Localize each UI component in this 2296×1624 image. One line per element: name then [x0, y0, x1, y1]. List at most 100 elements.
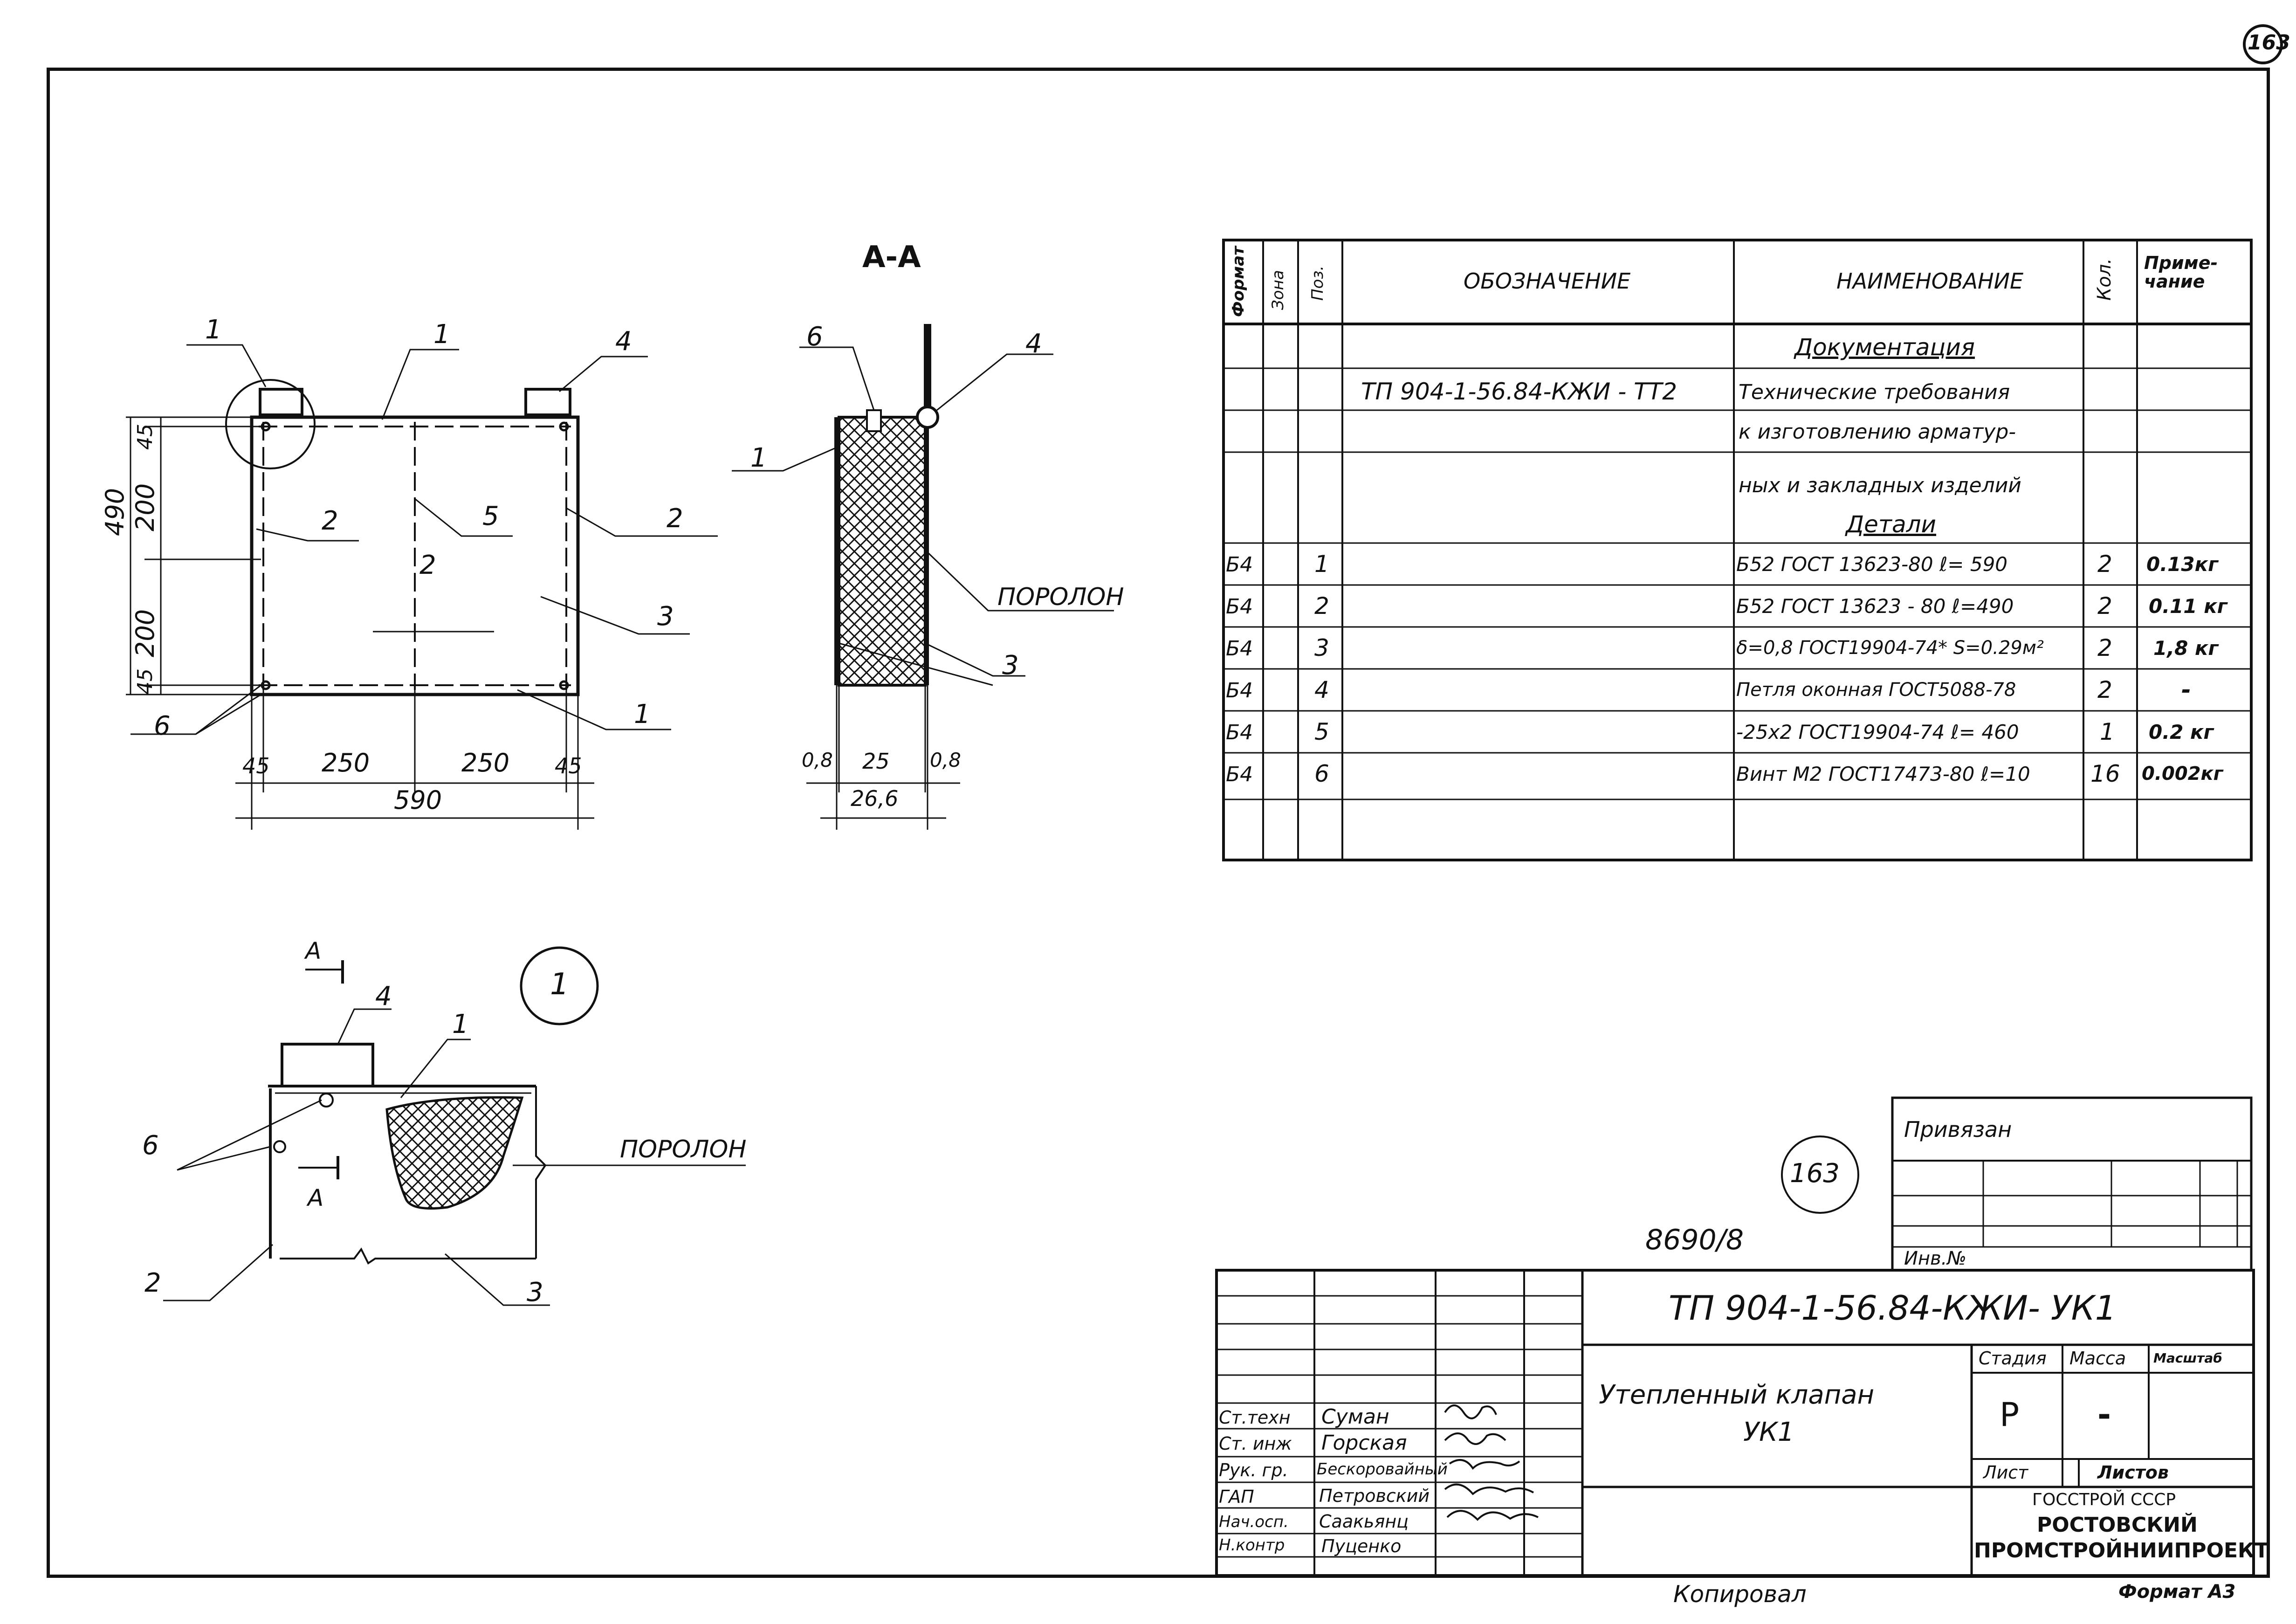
title-stage-value: Р [2000, 1396, 2020, 1434]
footer-copied: Копировал [1673, 1581, 1807, 1608]
footer-format: Формат А3 [2118, 1581, 2236, 1603]
section-dim-25: 25 [862, 749, 890, 774]
spec-row6-pos: 6 [1314, 760, 1329, 787]
spec-row1-name: Б52 ГОСТ 13623-80 ℓ= 590 [1736, 553, 2008, 576]
org-line-2: РОСТОВСКИЙ [2037, 1513, 2198, 1537]
dim-590: 590 [394, 785, 442, 815]
spec-header-note: Приме- чание [2144, 253, 2218, 292]
detail-cut-mark-bottom: А [308, 1184, 324, 1211]
title-sheet-label: Лист [1983, 1462, 2028, 1483]
spec-doc-designation: ТП 904-1-56.84-КЖИ - ТТ2 [1361, 378, 1677, 405]
spec-row4-format: Б4 [1226, 679, 1253, 702]
binding-block [1781, 1096, 2253, 1272]
section-a-a-view [732, 324, 1114, 830]
dim-490: 490 [100, 488, 130, 536]
title-sheets-label: Листов [2097, 1462, 2169, 1483]
spec-row4-name: Петля оконная ГОСТ5088-78 [1736, 679, 2016, 701]
title-mass-label: Масса [2069, 1348, 2126, 1369]
signer-name-4: Петровский [1319, 1486, 1430, 1506]
spec-row2-note: 0.11 кг [2149, 595, 2227, 618]
detail-callout-number: 1 [550, 967, 569, 1002]
main-leader-4: 4 [615, 326, 632, 357]
main-leader-2c: 2 [419, 550, 436, 580]
spec-row1-pos: 1 [1314, 551, 1329, 578]
spec-row4-note: - [2181, 676, 2191, 703]
spec-row5-qty: 1 [2100, 718, 2115, 745]
dim-45-left: 45 [242, 753, 270, 778]
archive-number: 8690/8 [1645, 1224, 1744, 1256]
title-scale-label: Масштаб [2153, 1350, 2222, 1366]
signer-name-2: Горская [1321, 1431, 1407, 1455]
org-line-1: ГОССТРОЙ СССР [2032, 1490, 2176, 1509]
detail-foam-label: ПОРОЛОН [620, 1135, 747, 1163]
signer-role-1: Ст.техн [1219, 1407, 1291, 1428]
spec-header-pos: Поз. [1308, 265, 1327, 301]
spec-row3-name: δ=0,8 ГОСТ19904-74* S=0.29м² [1736, 637, 2044, 659]
spec-row1-note: 0.13кг [2146, 553, 2219, 576]
main-leader-1c: 1 [634, 699, 651, 729]
dim-200-upper: 200 [131, 483, 160, 531]
dim-45-right: 45 [555, 753, 582, 778]
signer-role-2: Ст. инж [1219, 1433, 1292, 1454]
spec-row2-qty: 2 [2097, 592, 2112, 619]
title-block-name-line2: УК1 [1743, 1417, 1794, 1447]
spec-section-parts: Детали [1846, 511, 1937, 538]
spec-row6-name: Винт М2 ГОСТ17473-80 ℓ=10 [1736, 763, 2030, 785]
detail-leader-1: 1 [452, 1009, 469, 1039]
signer-role-5: Нач.осп. [1219, 1513, 1289, 1531]
spec-row5-format: Б4 [1226, 721, 1253, 744]
main-leader-6: 6 [154, 711, 171, 741]
spec-doc-name-3: ных и закладных изделий [1739, 474, 2021, 497]
spec-row3-format: Б4 [1226, 637, 1253, 661]
main-leader-1a: 1 [205, 315, 222, 345]
valve-main-view [126, 344, 718, 830]
spec-row5-note: 0.2 кг [2149, 721, 2214, 743]
dim-45-top: 45 [133, 424, 157, 450]
spec-header-zone: Зона [1269, 270, 1287, 310]
main-leader-2a: 2 [322, 506, 338, 536]
section-dim-08-left: 0,8 [802, 749, 833, 771]
main-leader-1b: 1 [433, 319, 450, 350]
signer-role-6: Н.контр [1219, 1536, 1285, 1555]
spec-row6-qty: 16 [2090, 760, 2120, 787]
spec-section-documentation: Документация [1794, 334, 1975, 361]
section-leader-1: 1 [750, 443, 767, 473]
spec-row5-pos: 5 [1314, 718, 1329, 745]
main-leader-5: 5 [482, 501, 499, 531]
spec-row4-pos: 4 [1314, 676, 1329, 703]
spec-row1-qty: 2 [2097, 551, 2112, 578]
sheet-circle-number: 163 [1790, 1158, 1840, 1189]
spec-doc-name-2: к изготовлению арматур- [1739, 420, 2016, 444]
spec-row2-name: Б52 ГОСТ 13623 - 80 ℓ=490 [1736, 595, 2014, 618]
detail-cut-mark-top: А [305, 937, 322, 964]
org-line-3: ПРОМСТРОЙНИИПРОЕКТ [1974, 1539, 2269, 1562]
signer-name-6: Пуценко [1321, 1536, 1402, 1556]
spec-row3-note: 1,8 кг [2153, 637, 2219, 660]
dim-250-left: 250 [322, 748, 370, 778]
spec-header-designation: ОБОЗНАЧЕНИЕ [1464, 268, 1631, 294]
spec-row6-format: Б4 [1226, 763, 1253, 786]
spec-header-format: Формат [1229, 246, 1248, 317]
signer-role-3: Рук. гр. [1219, 1460, 1288, 1480]
binding-tied-label: Привязан [1904, 1117, 2012, 1142]
spec-table [1222, 239, 2253, 861]
spec-row3-qty: 2 [2097, 634, 2112, 661]
section-foam-label: ПОРОЛОН [997, 583, 1124, 611]
section-dim-266: 26,6 [851, 786, 899, 811]
dim-45-bottom: 45 [133, 668, 157, 695]
title-block [1215, 1269, 2255, 1577]
signatures [1444, 1404, 1539, 1521]
title-mass-value: - [2097, 1396, 2111, 1434]
detail-leader-3: 3 [527, 1277, 543, 1307]
spec-header-qty: Кол. [2094, 258, 2115, 301]
section-leader-3: 3 [1002, 650, 1019, 681]
spec-header-name: НАИМЕНОВАНИЕ [1836, 268, 2024, 294]
spec-row1-format: Б4 [1226, 553, 1253, 577]
detail-leader-6: 6 [142, 1130, 159, 1161]
spec-doc-name-1: Технические требования [1739, 380, 2010, 404]
detail-leader-2: 2 [144, 1268, 161, 1298]
main-leader-2b: 2 [667, 503, 683, 534]
dim-250-right: 250 [461, 748, 510, 778]
binding-inv-label: Инв.№ [1904, 1248, 1966, 1269]
